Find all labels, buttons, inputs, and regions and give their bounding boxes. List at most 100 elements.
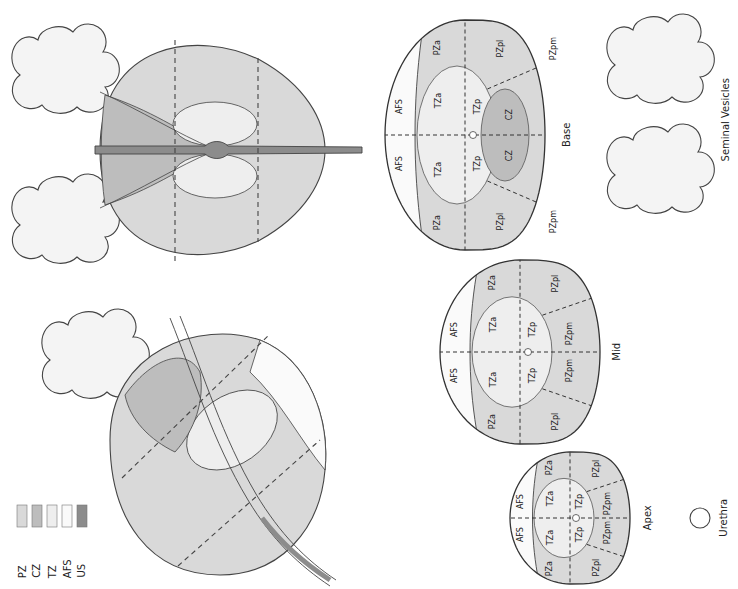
- sector-label-holder: TZp: [575, 527, 584, 542]
- sector-divider: [542, 296, 598, 315]
- sector-label: PZpl: [496, 40, 505, 58]
- legend-swatch: [62, 505, 72, 527]
- sector-label-holder: TZp: [528, 321, 537, 336]
- legend: [17, 505, 87, 527]
- sector-label: PZa: [433, 215, 442, 230]
- legend-entry: TZ: [46, 565, 58, 578]
- sector-label-holder: CZ: [504, 109, 513, 120]
- sector-label-holder: TZa: [434, 93, 443, 108]
- sector-label: CZ: [504, 150, 513, 161]
- sector-label-holder: TZp: [473, 156, 482, 171]
- section-label-holder: Base: [561, 123, 573, 147]
- zone-group: [416, 251, 608, 453]
- sector-divider: [542, 389, 598, 408]
- sector-label-holder: PZpm: [565, 322, 574, 345]
- sector-label-holder: PZpl: [592, 559, 601, 577]
- seminal-vesicle: [12, 24, 119, 113]
- coronal-view: [12, 24, 362, 263]
- sector-divider: [570, 445, 571, 589]
- urethra-mark: [470, 132, 477, 139]
- zone-group: [492, 445, 636, 589]
- section-outline: [440, 260, 600, 444]
- sector-label-holder: PZpl: [592, 460, 601, 478]
- sector-divider: [487, 65, 543, 89]
- sector-label-holder: PZpl: [496, 40, 505, 58]
- sector-label: PZa: [545, 561, 554, 576]
- sector-label-holder: AFS: [516, 527, 525, 542]
- sector-label: PZpl: [551, 274, 560, 292]
- axial-section: [361, 9, 553, 262]
- sector-label: PZpl: [551, 412, 560, 430]
- sector-label-holder: PZpl: [551, 274, 560, 292]
- sector-label: AFS: [395, 99, 404, 114]
- sector-label: PZa: [545, 460, 554, 475]
- sector-label: PZpm: [565, 359, 574, 382]
- sector-label-holder: TZa: [489, 372, 498, 387]
- legend-swatch: [32, 505, 42, 527]
- sector-label-holder: PZpl: [551, 412, 560, 430]
- urethra: [170, 318, 330, 586]
- legend-entry: US: [76, 564, 88, 578]
- sagittal-view: [42, 309, 336, 586]
- sector-label-holder: TZp: [528, 367, 537, 382]
- sector-label: AFS: [395, 156, 404, 171]
- structure-label: Seminal Vesicles: [719, 78, 731, 161]
- legend-label: AFS: [61, 559, 73, 578]
- section-outline: [385, 20, 545, 250]
- sector-label-holder: PZa: [488, 414, 497, 429]
- sector-label: PZpl: [496, 213, 505, 231]
- sector-label: TZa: [434, 93, 443, 108]
- sector-label: TZp: [473, 99, 482, 114]
- sector-label: PZpm: [603, 492, 612, 515]
- sector-label: TZp: [528, 321, 537, 336]
- sector-label: PZa: [433, 40, 442, 55]
- sector-divider: [587, 478, 629, 492]
- prostate-outline: [110, 334, 326, 575]
- sector-label-holder: AFS: [395, 156, 404, 171]
- sector-label: PZa: [488, 414, 497, 429]
- sector-label: AFS: [450, 368, 459, 383]
- seminal-vesicles: [607, 14, 714, 213]
- sector-label: TZp: [575, 527, 584, 542]
- zone-divider: [174, 40, 175, 262]
- sector-label-holder: CZ: [504, 150, 513, 161]
- legend-swatch: [17, 505, 27, 527]
- sector-label-holder: PZpm: [603, 492, 612, 515]
- sector-label: PZpl: [592, 460, 601, 478]
- sector-label: TZp: [575, 494, 584, 509]
- sector-label: PZa: [488, 275, 497, 290]
- sector-divider: [465, 9, 466, 262]
- transition-zone: [173, 154, 257, 198]
- sector-label-holder: PZpl: [496, 213, 505, 231]
- section-label-holder: Apex: [641, 505, 653, 530]
- urethra-symbol: [690, 508, 710, 528]
- legend-swatch: [47, 505, 57, 527]
- sector-divider: [587, 544, 629, 558]
- sector-label: PZpm: [565, 322, 574, 345]
- legend-entry: AFS: [61, 559, 73, 578]
- sector-label-holder: AFS: [450, 368, 459, 383]
- sector-label-holder: TZa: [489, 317, 498, 332]
- sector-label: PZpm: [549, 37, 558, 60]
- seminal-vesicle: [607, 124, 714, 213]
- urethra: [95, 142, 362, 159]
- sector-label-holder: TZp: [473, 99, 482, 114]
- urethral-sphincter: [262, 518, 330, 580]
- sector-label-holder: PZa: [488, 275, 497, 290]
- section-label: Apex: [641, 505, 653, 530]
- sector-divider: [487, 181, 543, 205]
- sector-label: PZpl: [592, 559, 601, 577]
- sector-label: TZa: [434, 162, 443, 177]
- sector-label: TZp: [528, 367, 537, 382]
- zone-group: [361, 9, 553, 262]
- section-label: Base: [561, 123, 573, 147]
- urethra-mark: [525, 349, 532, 356]
- sector-label-holder: PZpm: [549, 210, 558, 233]
- axial-section: [492, 445, 636, 589]
- sector-label: CZ: [504, 109, 513, 120]
- structure-label-holder: Seminal Vesicles: [719, 78, 731, 161]
- legend-label: US: [76, 564, 88, 578]
- seminal-vesicle: [607, 14, 714, 103]
